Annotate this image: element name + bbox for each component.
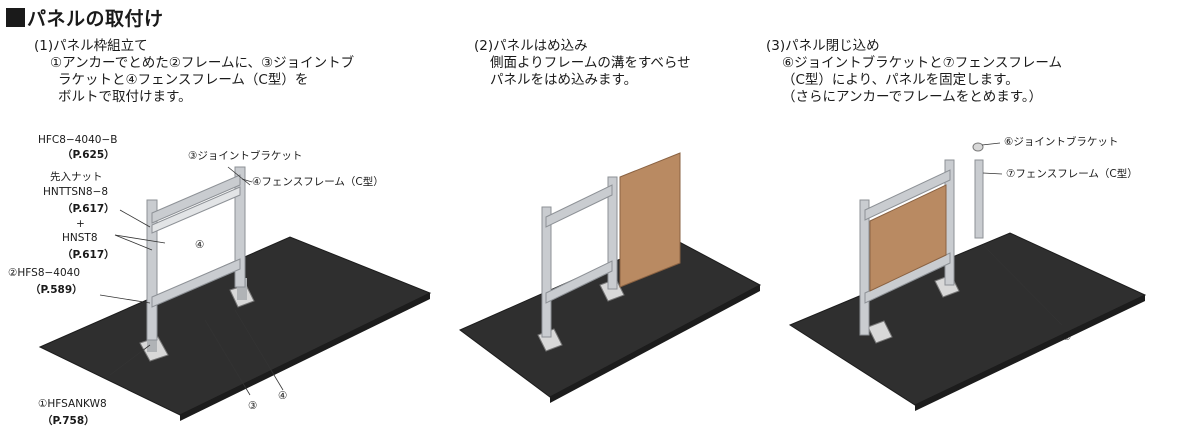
step-2-head: (2)パネルはめ込み (474, 38, 588, 54)
floor-edge (180, 293, 430, 421)
title-square-icon (6, 7, 25, 27)
hfc-page: （P.625） (62, 148, 115, 161)
hnst-label: HNST8 (62, 232, 98, 244)
leader-line (982, 244, 1063, 326)
step-1-line: ①アンカーでとめた②フレームに、③ジョイントブ (50, 55, 355, 71)
step-2-text: (2)パネルはめ込み 側面よりフレームの溝をすべらせ パネルをはめ込みます。 (474, 38, 691, 89)
step-3-head: (3)パネル閉じ込め (766, 38, 880, 54)
fence-frame-label: ④フェンスフレーム（C型） (252, 175, 384, 188)
leader-line (109, 344, 151, 376)
leader-line (99, 294, 151, 304)
figure-1-illustration: HFC8−4040−B （P.625） ③ジョイントブラケット ④フェンスフレー… (8, 134, 432, 427)
anchor-feet (139, 278, 255, 362)
nut-part-number: HNTTSN8−8 (43, 186, 108, 198)
panel-frame (541, 176, 618, 338)
step-2-line: パネルをはめ込みます。 (490, 72, 638, 88)
panel-board (619, 152, 681, 288)
panel-frame (859, 159, 955, 336)
fence-frame-c-type (972, 142, 984, 239)
fence-frame-7-label: ⑦フェンスフレーム（C型） (1006, 167, 1138, 180)
anchor-page: （P.758） (42, 414, 95, 427)
title-text: パネルの取付け (27, 7, 164, 30)
leader-line (227, 166, 251, 186)
leader-line (234, 309, 284, 391)
step-1-line: ラケットと④フェンスフレーム（C型）を (58, 72, 309, 88)
anchor-feet (537, 278, 625, 352)
leader-line (119, 209, 151, 228)
step-1-head: (1)パネル枠組立て (34, 38, 148, 54)
leader-line (114, 234, 166, 244)
step-3-line: （C型）により、パネルを固定します。 (782, 72, 1019, 88)
figure-3-illustration: ⑥ジョイントブラケット ⑦フェンスフレーム（C型） ⑥ (788, 135, 1147, 411)
step-3-line: （さらにアンカーでフレームをとめます。） (782, 89, 1043, 105)
leader-line (982, 172, 1003, 175)
leader-line (981, 142, 1001, 146)
step-2-line: 側面よりフレームの溝をすべらせ (490, 55, 691, 71)
joint-bracket-6-label: ⑥ジョイントブラケット (1004, 135, 1118, 148)
callout-6: ⑥ (1062, 331, 1071, 343)
section-title: パネルの取付け (6, 4, 164, 30)
panel-frame (146, 166, 246, 341)
hfs-page: （P.589） (30, 283, 83, 296)
callout-4: ④ (195, 239, 204, 251)
hfc-label: HFC8−4040−B (38, 134, 117, 146)
callout-3: ③ (248, 400, 257, 412)
step-3-text: (3)パネル閉じ込め ⑥ジョイントブラケットと⑦フェンスフレーム （C型）により… (766, 38, 1062, 106)
plus-sign: + (76, 218, 85, 230)
floor-edge (915, 295, 1145, 411)
hfs-label: ②HFS8−4040 (8, 267, 80, 279)
callout-4-bottom: ④ (278, 390, 287, 402)
nut-page: （P.617） (62, 202, 115, 215)
leader-line (114, 234, 153, 251)
step-1-text: (1)パネル枠組立て ①アンカーでとめた②フレームに、③ジョイントブ ラケットと… (34, 38, 354, 106)
floor-plate (788, 232, 1147, 406)
step-1-line: ボルトで取付けます。 (58, 89, 192, 105)
figure-2-illustration (459, 152, 762, 403)
hnst-page: （P.617） (62, 248, 115, 261)
nut-label: 先入ナット (50, 171, 103, 183)
leader-line (241, 178, 253, 183)
joint-bracket-label: ③ジョイントブラケット (188, 149, 302, 162)
anchor-label: ①HFSANKW8 (38, 398, 107, 410)
leader-line (204, 319, 251, 396)
step-3-line: ⑥ジョイントブラケットと⑦フェンスフレーム (782, 55, 1063, 71)
floor-edge (550, 285, 760, 403)
